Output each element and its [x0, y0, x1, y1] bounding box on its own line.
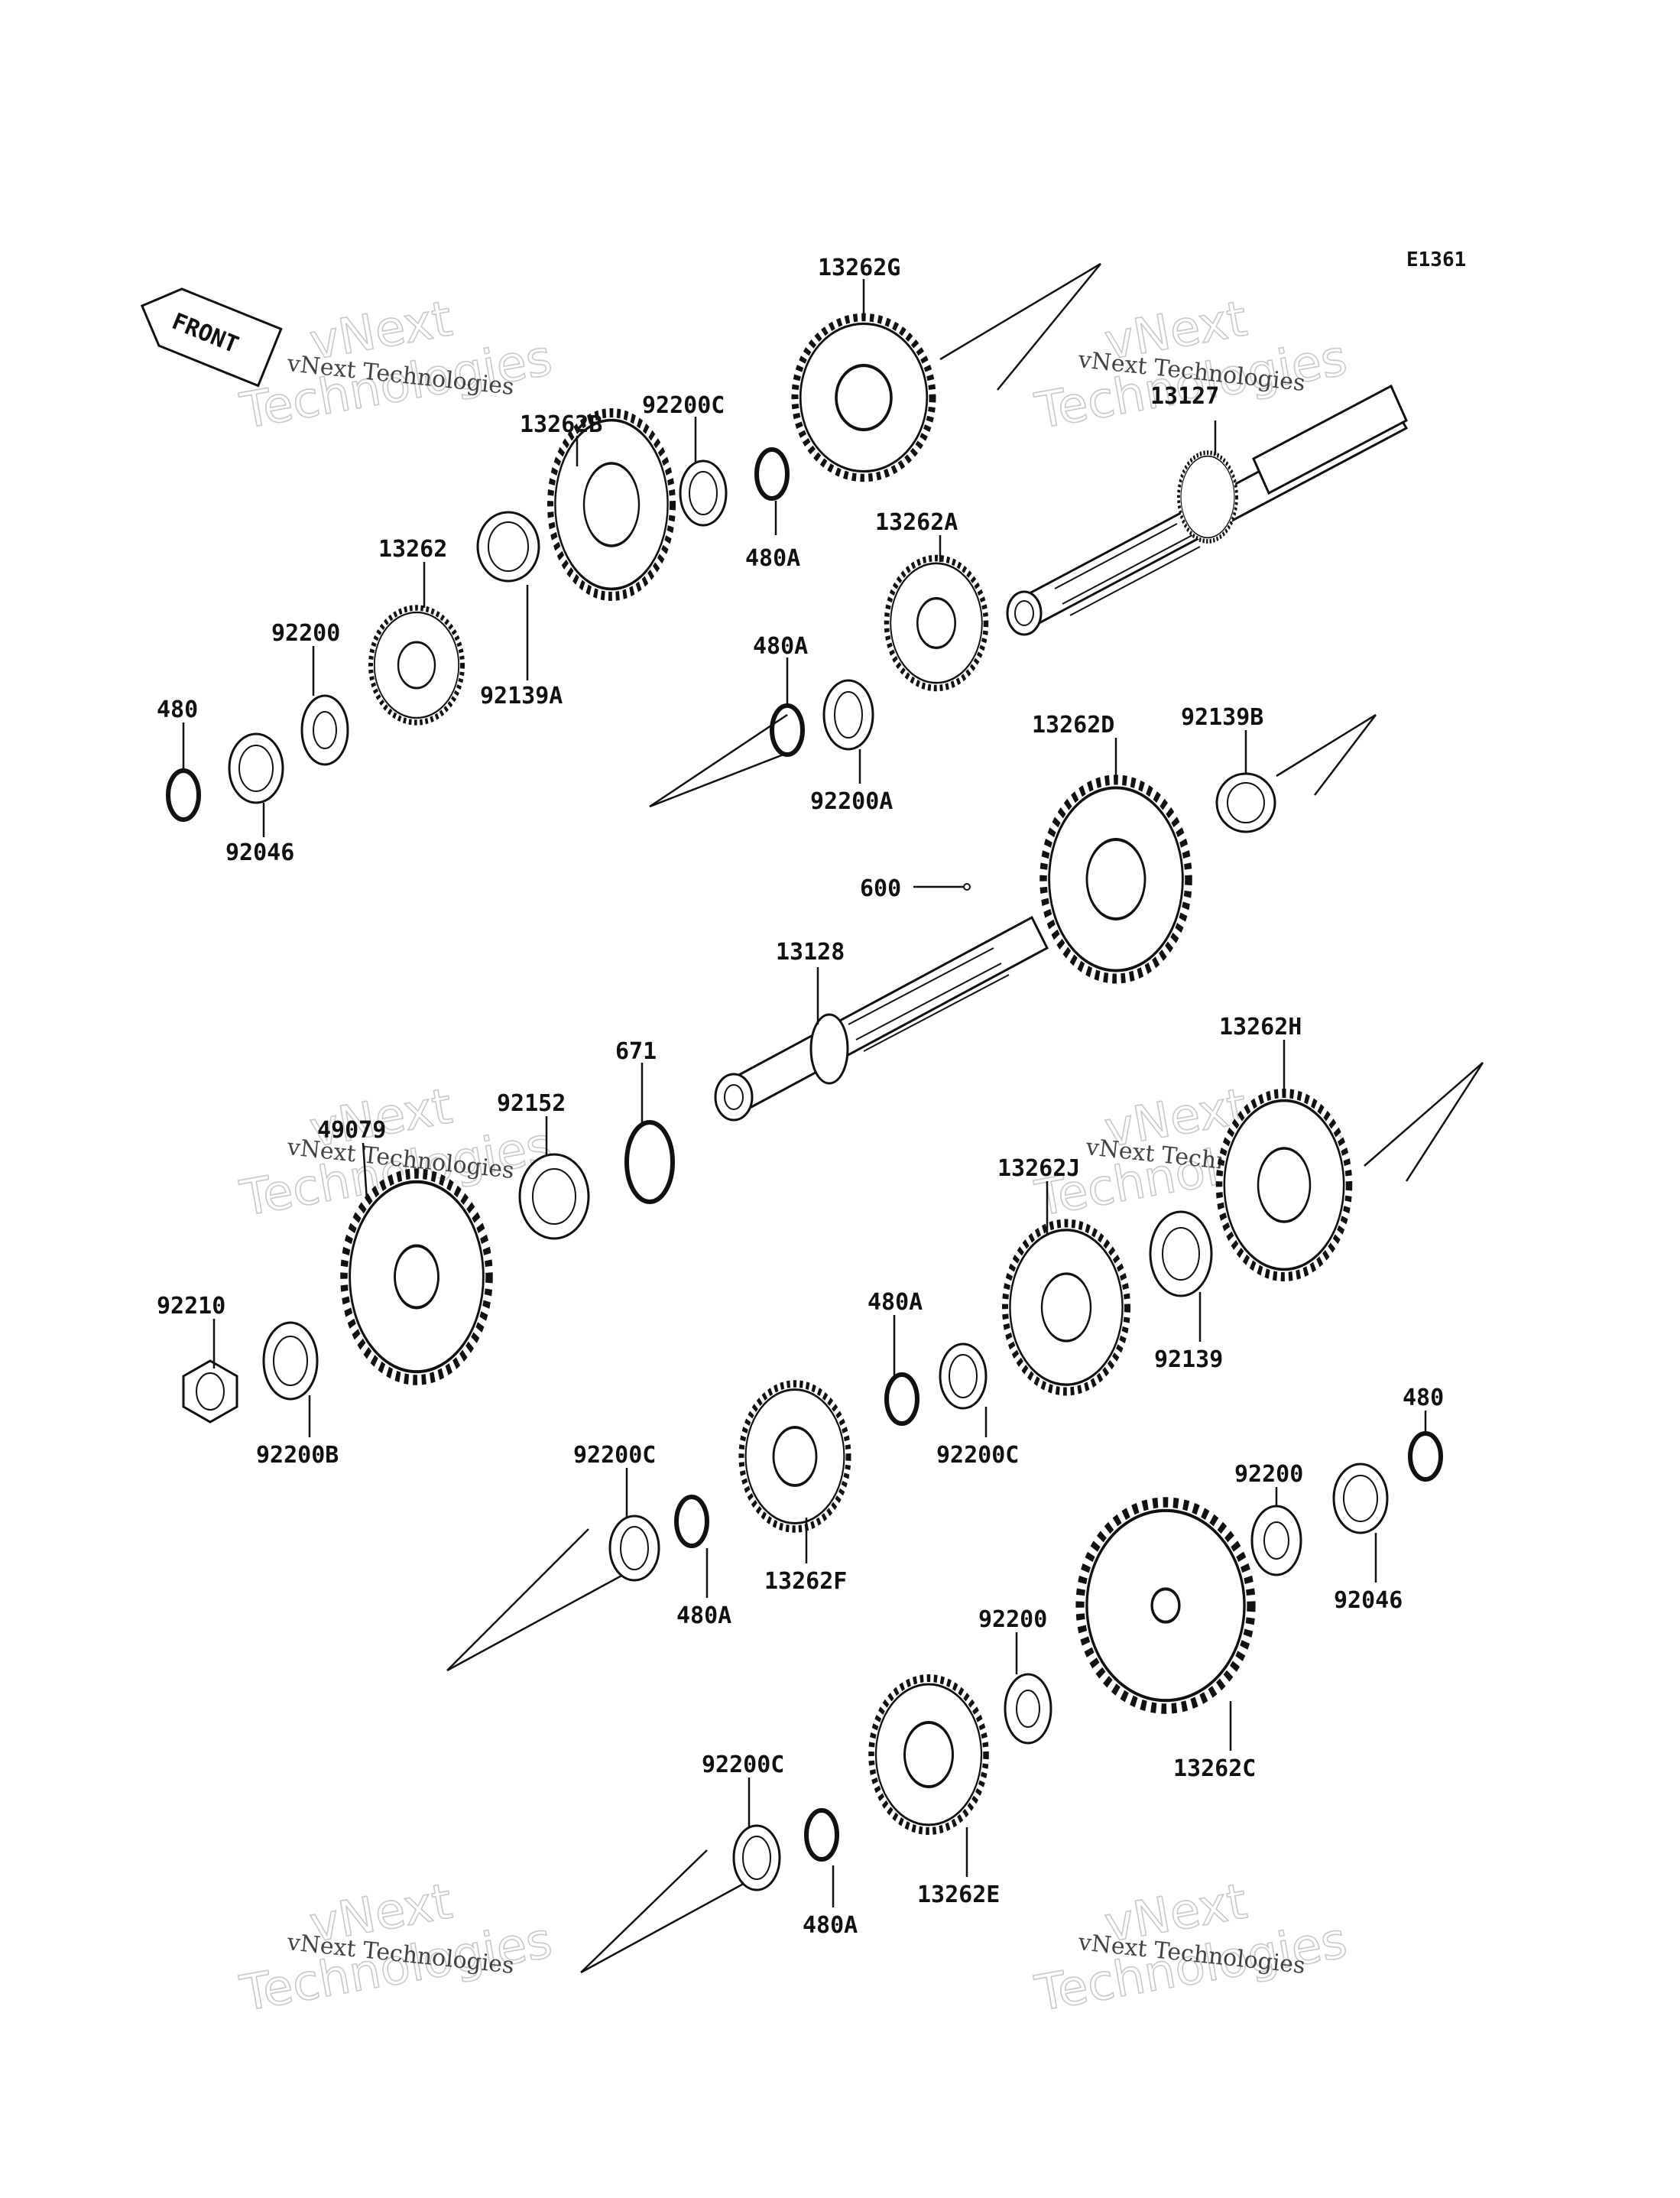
label-480A-bottom: 480A — [803, 1912, 858, 1939]
label-13262: 13262 — [378, 536, 447, 563]
label-13262B: 13262B — [520, 411, 602, 438]
label-92139A: 92139A — [480, 683, 563, 709]
label-600: 600 — [860, 875, 901, 902]
label-92046-right: 92046 — [1334, 1587, 1403, 1614]
label-13262G: 13262G — [818, 255, 900, 281]
gear-13262[interactable] — [371, 608, 462, 722]
label-13262D: 13262D — [1032, 712, 1114, 739]
label-480A-left: 480A — [676, 1602, 731, 1629]
label-92200-low: 92200 — [978, 1606, 1047, 1633]
part-92046-left[interactable] — [228, 732, 284, 804]
watermark-bottom-left: vNext Technologies vNext Technologies — [235, 1873, 556, 2024]
gear-49079[interactable] — [344, 1174, 489, 1380]
part-92210[interactable] — [182, 1359, 238, 1424]
label-13127: 13127 — [1150, 383, 1219, 410]
part-480A-left[interactable] — [674, 1495, 709, 1548]
callout-lines — [182, 279, 1427, 1907]
label-480A-top: 480A — [745, 545, 800, 572]
part-480-right[interactable] — [1408, 1431, 1443, 1482]
label-92200C-top: 92200C — [642, 392, 725, 419]
part-92200C-left[interactable] — [608, 1515, 660, 1582]
part-480A-mid[interactable] — [770, 703, 805, 757]
label-92200-left: 92200 — [271, 620, 340, 647]
part-92200A[interactable] — [822, 679, 874, 751]
part-92139[interactable] — [1149, 1210, 1213, 1297]
label-480A-mid: 480A — [753, 633, 808, 660]
part-92200B[interactable] — [262, 1321, 319, 1401]
label-92200C-bottom: 92200C — [702, 1752, 784, 1778]
gear-13262E[interactable] — [871, 1678, 986, 1831]
label-13262C: 13262C — [1173, 1755, 1256, 1782]
label-13262J: 13262J — [997, 1155, 1080, 1182]
part-92200C-top[interactable] — [679, 459, 728, 527]
label-480-right: 480 — [1403, 1385, 1444, 1411]
watermark-top-right: vNext Technologies vNext Technologies — [1030, 291, 1351, 441]
part-labels: 13262G 92200C 480A 13262B 13262 92139A 9… — [157, 255, 1444, 1939]
label-480A-right: 480A — [868, 1289, 923, 1316]
part-92046-right[interactable] — [1332, 1463, 1389, 1534]
part-480A-right[interactable] — [884, 1372, 919, 1426]
gear-13262C[interactable] — [1080, 1502, 1251, 1709]
watermark-bottom-right: vNext Technologies vNext Technologies — [1030, 1873, 1351, 2024]
gear-13262G[interactable] — [795, 317, 932, 478]
diagram-code: E1361 — [1406, 248, 1466, 271]
label-671: 671 — [615, 1038, 657, 1065]
part-480A-top[interactable] — [754, 447, 790, 501]
part-92200-left[interactable] — [300, 694, 349, 766]
front-arrow-icon: FRONT — [140, 287, 283, 388]
label-92200-right: 92200 — [1234, 1461, 1303, 1488]
leader-lines — [446, 262, 1484, 1974]
part-671[interactable] — [624, 1120, 675, 1204]
part-92200-low[interactable] — [1004, 1673, 1052, 1745]
label-92046-left: 92046 — [225, 839, 294, 866]
label-92200C-left: 92200C — [573, 1442, 656, 1469]
label-13128: 13128 — [776, 939, 845, 966]
label-13262F: 13262F — [764, 1568, 847, 1595]
label-92210: 92210 — [157, 1293, 225, 1320]
part-480-left[interactable] — [166, 768, 201, 822]
label-92139B: 92139B — [1181, 704, 1263, 731]
gear-13262A[interactable] — [887, 558, 986, 688]
shaft-13128 — [714, 915, 1049, 1122]
gear-13262F[interactable] — [741, 1384, 848, 1529]
label-92200A: 92200A — [810, 788, 893, 815]
label-480-left: 480 — [157, 696, 198, 723]
watermark-top-left: vNext Technologies vNext Technologies — [235, 291, 556, 441]
gear-13262D[interactable] — [1043, 780, 1189, 979]
label-92139: 92139 — [1154, 1346, 1223, 1373]
part-92139B[interactable] — [1215, 772, 1276, 833]
label-92200B: 92200B — [256, 1442, 339, 1469]
label-49079: 49079 — [317, 1117, 386, 1144]
label-13262E: 13262E — [917, 1881, 1000, 1908]
label-92152: 92152 — [497, 1090, 566, 1117]
gear-13262H[interactable] — [1219, 1093, 1349, 1277]
part-92139A[interactable] — [476, 511, 540, 583]
label-13262H: 13262H — [1219, 1014, 1302, 1041]
part-92200C-bottom[interactable] — [732, 1824, 781, 1891]
label-92200C-right: 92200C — [936, 1442, 1019, 1469]
gear-13262B[interactable] — [550, 413, 673, 596]
gear-13262J[interactable] — [1005, 1223, 1127, 1391]
part-92152[interactable] — [518, 1153, 590, 1240]
part-92200C-right[interactable] — [939, 1343, 988, 1410]
label-13262A: 13262A — [875, 509, 958, 536]
shaft-13127 — [1006, 384, 1409, 636]
part-92200-right[interactable] — [1250, 1505, 1302, 1576]
part-480A-bottom[interactable] — [804, 1808, 839, 1862]
